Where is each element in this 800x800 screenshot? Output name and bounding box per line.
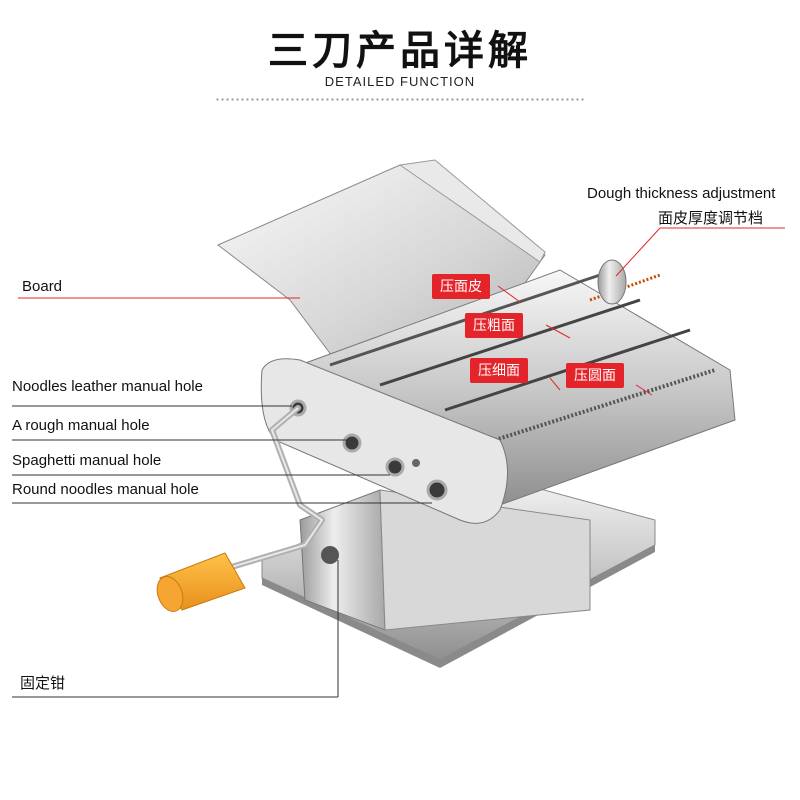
callout-board: Board <box>22 278 63 295</box>
orange-grip <box>156 552 246 612</box>
tag-press-rough: 压粗面 <box>465 313 523 338</box>
tag-press-sheet: 压面皮 <box>432 274 490 299</box>
dotted-divider <box>215 97 585 103</box>
callout-dough-thickness-en: Dough thickness adjustment <box>587 185 776 202</box>
callout-clamp: 固定钳 <box>20 674 66 692</box>
callout-round-noodles-hole: Round noodles manual hole <box>12 481 199 498</box>
page-subtitle: DETAILED FUNCTION <box>324 74 476 89</box>
callout-noodles-leather-hole: Noodles leather manual hole <box>12 378 203 395</box>
callout-spaghetti-hole: Spaghetti manual hole <box>12 452 162 469</box>
leader-lines <box>12 227 785 698</box>
adjustment-knob <box>597 259 627 305</box>
callout-dough-thickness-cn: 面皮厚度调节档 <box>658 209 764 227</box>
callout-rough-hole: A rough manual hole <box>12 417 150 434</box>
tag-press-round: 压圆面 <box>566 363 624 388</box>
tag-press-thin: 压细面 <box>470 358 528 383</box>
clamp-body <box>299 489 591 631</box>
crank-handle <box>156 405 325 612</box>
page-title: 三刀产品详解 <box>268 28 532 74</box>
